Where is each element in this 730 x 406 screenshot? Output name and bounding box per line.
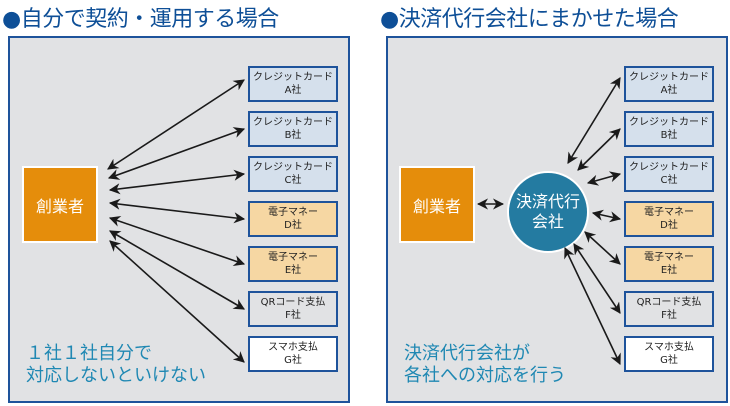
company-name: G社 xyxy=(660,355,678,366)
company-type: QRコード支払 xyxy=(260,297,326,308)
company-name: C社 xyxy=(660,175,678,186)
founder-label: 創業者 xyxy=(412,196,461,216)
company-box-qr-f-right: QRコード支払 F社 xyxy=(624,291,714,327)
right-title: ●決済代行会社にまかせた場合 xyxy=(380,7,679,32)
company-type: クレジットカード xyxy=(253,72,333,83)
left-note-line1: １社１社自分で xyxy=(26,343,152,364)
company-box-qr-f-left: QRコード支払 F社 xyxy=(248,291,338,327)
company-name: E社 xyxy=(660,265,678,276)
company-name: A社 xyxy=(284,85,302,96)
company-name: B社 xyxy=(284,130,302,141)
company-type: クレジットカード xyxy=(629,72,709,83)
company-box-credit-c-right: クレジットカード C社 xyxy=(624,156,714,192)
company-box-credit-b-left: クレジットカード B社 xyxy=(248,111,338,147)
company-type: スマホ支払 xyxy=(644,342,694,353)
agency-label-line1: 決済代行 xyxy=(515,192,580,211)
company-name: G社 xyxy=(284,355,302,366)
company-name: D社 xyxy=(284,220,302,231)
company-box-phone-g-right: スマホ支払 G社 xyxy=(624,336,714,372)
founder-box-right: 創業者 xyxy=(399,166,475,243)
company-type: クレジットカード xyxy=(253,162,333,173)
left-note: １社１社自分で 対応しないといけない xyxy=(26,343,206,387)
company-type: 電子マネー xyxy=(644,252,694,263)
company-box-emoney-e-right: 電子マネー E社 xyxy=(624,246,714,282)
company-type: クレジットカード xyxy=(629,117,709,128)
right-note-line1: 決済代行会社が xyxy=(404,343,530,364)
company-type: スマホ支払 xyxy=(268,342,318,353)
company-type: クレジットカード xyxy=(629,162,709,173)
company-name: B社 xyxy=(660,130,678,141)
company-box-credit-a-left: クレジットカード A社 xyxy=(248,66,338,102)
left-title: ●自分で契約・運用する場合 xyxy=(2,7,279,32)
company-box-credit-a-right: クレジットカード A社 xyxy=(624,66,714,102)
left-note-line2: 対応しないといけない xyxy=(26,365,206,386)
founder-box-left: 創業者 xyxy=(22,166,98,243)
company-name: D社 xyxy=(660,220,678,231)
company-type: 電子マネー xyxy=(268,207,318,218)
company-box-phone-g-left: スマホ支払 G社 xyxy=(248,336,338,372)
company-box-credit-b-right: クレジットカード B社 xyxy=(624,111,714,147)
company-name: F社 xyxy=(285,310,301,321)
company-box-emoney-d-right: 電子マネー D社 xyxy=(624,201,714,237)
company-type: 電子マネー xyxy=(268,252,318,263)
company-type: QRコード支払 xyxy=(636,297,702,308)
agency-label-line2: 会社 xyxy=(531,212,564,231)
founder-label: 創業者 xyxy=(35,196,84,216)
company-box-credit-c-left: クレジットカード C社 xyxy=(248,156,338,192)
right-note: 決済代行会社が 各社への対応を行う xyxy=(404,343,566,387)
company-name: C社 xyxy=(284,175,302,186)
payment-agency-circle: 決済代行 会社 xyxy=(507,171,589,253)
company-type: 電子マネー xyxy=(644,207,694,218)
company-type: クレジットカード xyxy=(253,117,333,128)
company-box-emoney-e-left: 電子マネー E社 xyxy=(248,246,338,282)
company-name: E社 xyxy=(284,265,302,276)
company-box-emoney-d-left: 電子マネー D社 xyxy=(248,201,338,237)
company-name: A社 xyxy=(660,85,678,96)
company-name: F社 xyxy=(661,310,677,321)
right-note-line2: 各社への対応を行う xyxy=(404,365,566,386)
